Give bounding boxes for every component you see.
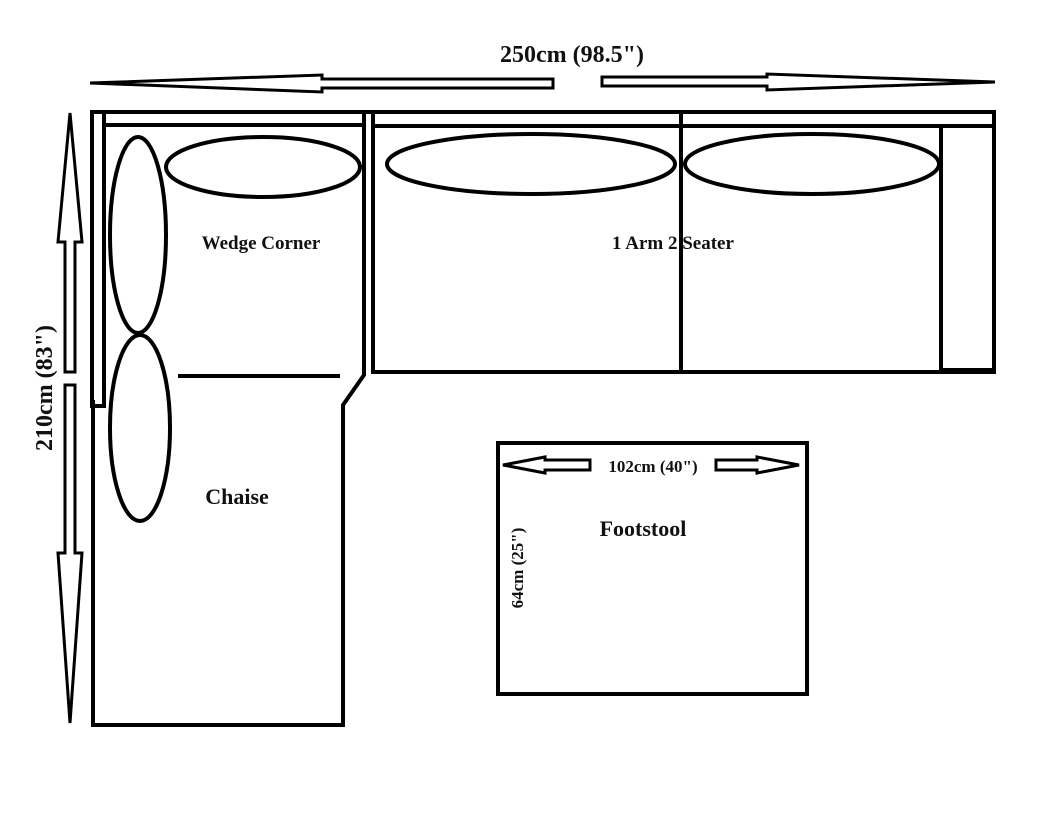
footstool-label: Footstool bbox=[600, 516, 687, 541]
depth-arrow-down bbox=[56, 383, 84, 724]
overall-depth-label: 210cm (83") bbox=[32, 325, 58, 451]
footstool-outline bbox=[496, 441, 809, 696]
width-arrow bbox=[89, 72, 996, 94]
back-strip-left bbox=[90, 110, 106, 408]
depth-arrow bbox=[56, 112, 84, 724]
wedge-back-strip bbox=[102, 110, 366, 127]
footstool bbox=[496, 441, 809, 696]
footstool-width-arrow-right bbox=[714, 455, 800, 475]
side-cushion-lower bbox=[108, 333, 172, 523]
overall-width-label: 250cm (98.5") bbox=[500, 42, 644, 68]
back-cushion-2 bbox=[683, 132, 941, 196]
chaise-label: Chaise bbox=[205, 484, 269, 509]
two-seater-label: 1 Arm 2 Seater bbox=[612, 233, 734, 254]
wedge-back-cushion bbox=[164, 135, 362, 199]
back-cushion-1 bbox=[385, 132, 677, 196]
depth-arrow-up bbox=[56, 112, 84, 374]
wedge-corner-chaise-unit bbox=[90, 110, 995, 727]
chaise-outline bbox=[91, 112, 366, 727]
width-arrow-right bbox=[600, 72, 996, 92]
arm-rest bbox=[939, 124, 996, 372]
footstool-depth-label: 64cm (25") bbox=[508, 528, 527, 609]
side-cushion-upper bbox=[108, 135, 168, 335]
footstool-width-arrow-left bbox=[502, 455, 592, 475]
width-arrow-left bbox=[89, 73, 555, 94]
footstool-width-label: 102cm (40") bbox=[608, 457, 697, 476]
two-seater-unit bbox=[371, 110, 996, 374]
wedge-corner-label: Wedge Corner bbox=[202, 233, 321, 254]
